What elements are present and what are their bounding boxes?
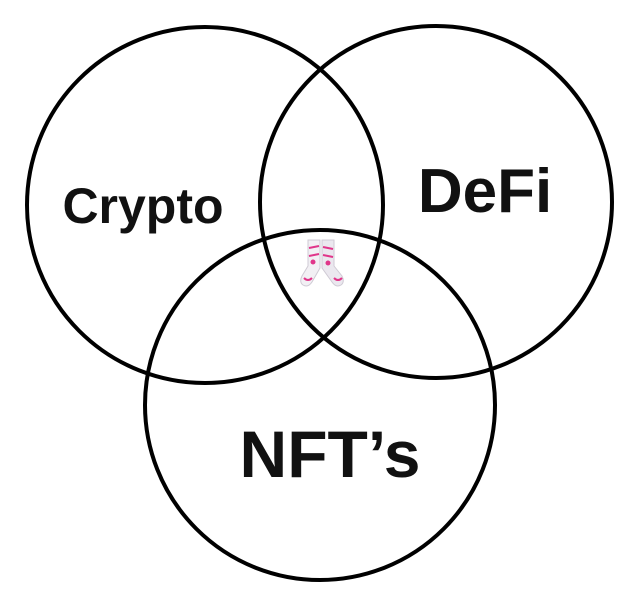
nfts-label: NFT’s (240, 417, 421, 491)
crypto-circle (25, 25, 385, 385)
crypto-label: Crypto (62, 178, 223, 234)
socks-icon (300, 239, 344, 287)
defi-circle (258, 24, 614, 380)
nfts-circle (143, 228, 497, 582)
defi-label: DeFi (418, 157, 552, 226)
